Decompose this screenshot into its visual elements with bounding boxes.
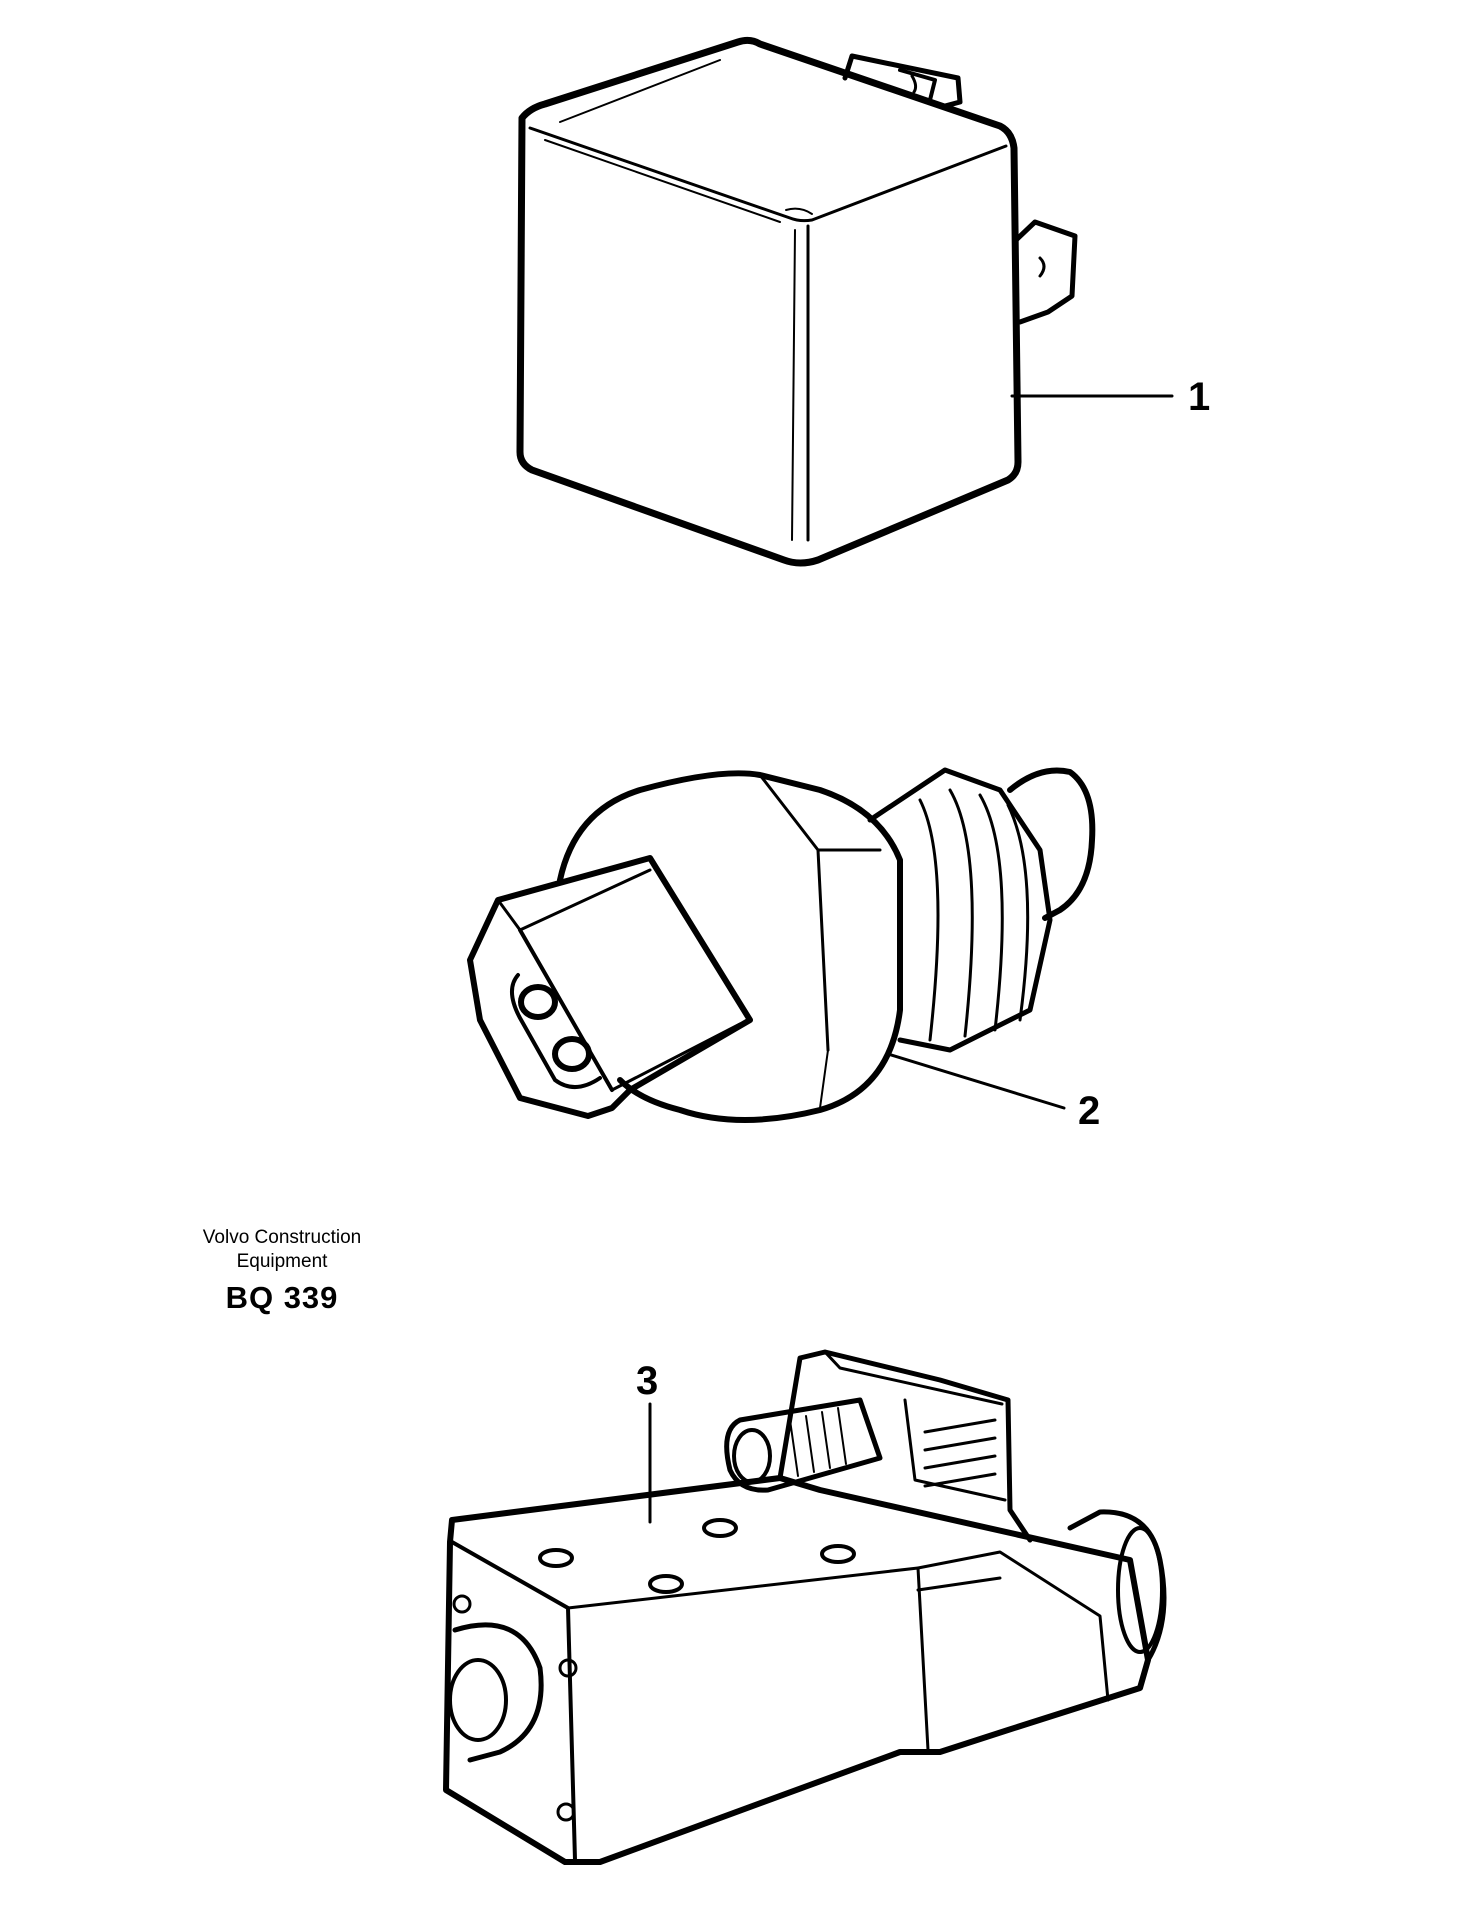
part-3-valve-drawing [443,1349,1167,1865]
callout-1: 1 [1188,375,1210,419]
company-name-line-2: Equipment [236,1251,328,1272]
drawing-code: BQ 339 [225,1280,339,1315]
callout-3: 3 [636,1359,658,1403]
part-1-relay-drawing [516,36,1174,567]
part-2-sensor-drawing [467,767,1096,1123]
callout-2: 2 [1078,1089,1100,1133]
company-name-line-1: Volvo Construction [202,1227,362,1248]
